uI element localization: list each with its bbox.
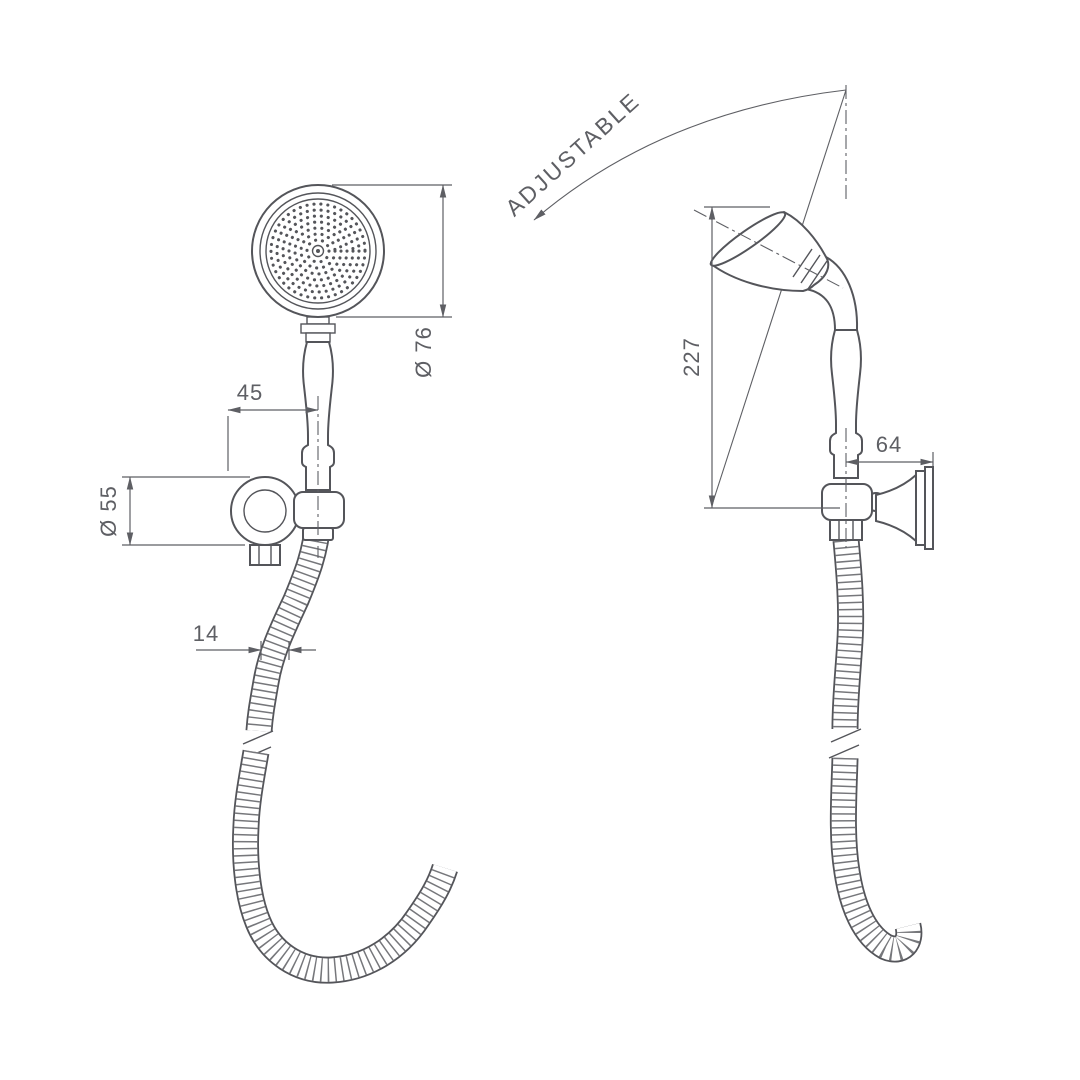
nozzle-ring xyxy=(299,232,337,270)
side-handle xyxy=(829,329,863,479)
adjust-range-line xyxy=(711,89,847,506)
side-wall-mount xyxy=(866,466,934,550)
nozzle-ring xyxy=(287,220,349,282)
dim-flange-diameter: Ø 55 xyxy=(96,476,250,546)
nozzle-ring xyxy=(269,202,367,300)
front-wall-bracket xyxy=(230,476,300,566)
dim-overall-height: 227 xyxy=(679,206,840,509)
dim-overall-height-label: 227 xyxy=(679,337,704,377)
dim-hose-diameter-label: 14 xyxy=(193,621,219,646)
dim-wall-projection: 64 xyxy=(845,432,934,466)
adjust-arc xyxy=(533,89,847,221)
side-view: ADJUSTABLE xyxy=(500,85,934,963)
nozzle-ring xyxy=(305,238,331,264)
dim-flange-diameter-label: Ø 55 xyxy=(96,485,121,537)
nozzle-ring xyxy=(275,208,361,294)
head-cup xyxy=(709,210,830,293)
head-axis-centerline xyxy=(693,209,844,289)
side-hose-curl xyxy=(829,757,923,963)
dim-hose-diameter: 14 xyxy=(193,621,316,660)
front-hose-loop xyxy=(232,749,458,984)
head-ribs xyxy=(792,248,828,290)
dim-head-diameter-label: Ø 76 xyxy=(411,326,436,378)
dim-handle-offset-label: 45 xyxy=(237,380,263,405)
front-view: Ø 76 45 Ø 55 14 xyxy=(96,184,458,984)
nozzle-ring xyxy=(281,214,355,288)
side-hose-break-marks xyxy=(828,728,862,759)
front-bracket-clamp xyxy=(293,491,345,529)
side-bracket-clamp xyxy=(821,483,873,521)
adjustable-label: ADJUSTABLE xyxy=(500,87,645,221)
front-hose-upper xyxy=(245,518,332,732)
side-shower-head xyxy=(709,210,859,331)
dim-head-diameter: Ø 76 xyxy=(332,184,452,378)
dim-handle-offset: 45 xyxy=(227,380,319,558)
front-shower-head xyxy=(251,184,385,318)
side-hose-upper xyxy=(831,538,865,730)
dim-wall-projection-label: 64 xyxy=(876,432,902,457)
nozzle-ring xyxy=(293,226,343,276)
